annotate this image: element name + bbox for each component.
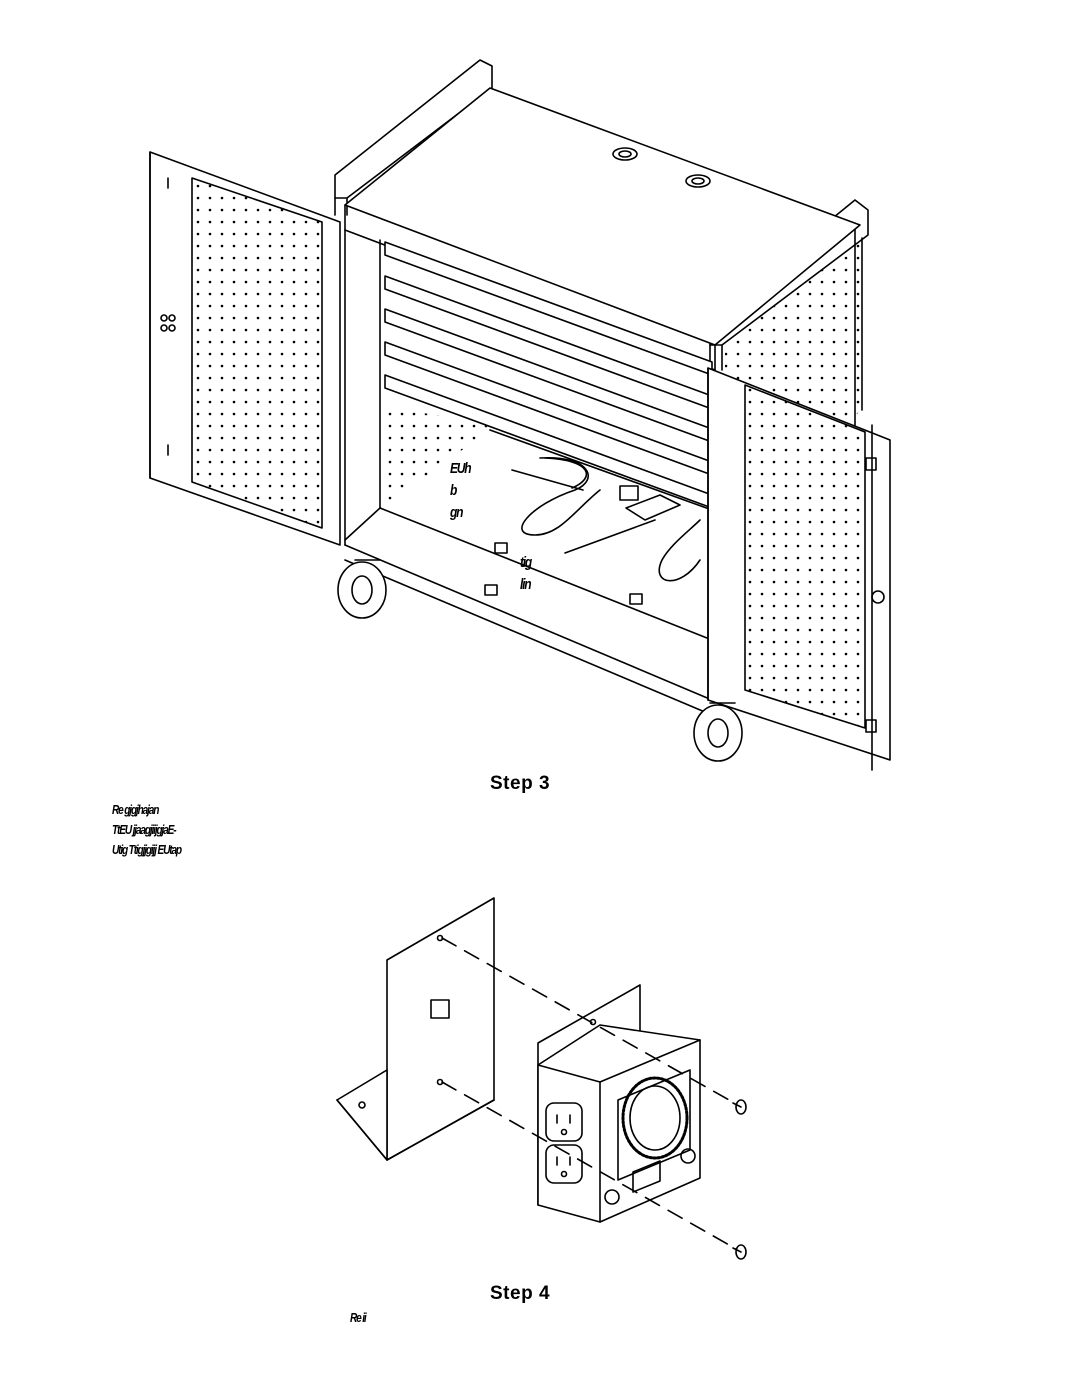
callout-leader-line [511,469,584,491]
door-knob-icon [160,314,168,322]
grommet-icon [612,147,638,161]
callout-label-left: EUh b gn [450,460,472,521]
step-4-caption: Re ii [350,1310,367,1325]
shelves [384,241,713,509]
step-4-heading: Step 4 [490,1283,551,1304]
caster-left [337,559,387,619]
caster-right [693,702,743,762]
cabinet-interior [344,229,713,716]
callout-label-right: tig lin [520,554,532,593]
step-3-heading: Step 3 [490,773,551,794]
left-door [149,151,341,546]
grommet-icon [685,174,711,188]
right-door [707,367,891,771]
power-cables [484,457,701,605]
callout-leader-line [564,519,656,554]
step-3-caption: Re gjgjhajan TtEU jjaagjiijgjaE- Utig Tt… [112,802,182,857]
timer-outlet-icon [619,485,639,501]
